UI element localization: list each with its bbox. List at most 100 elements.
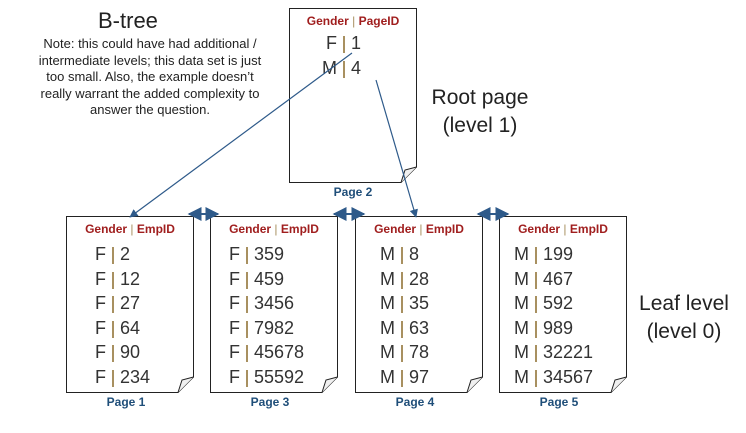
row-separator xyxy=(343,61,345,78)
row-separator xyxy=(401,345,403,363)
page-fold-corner xyxy=(610,376,627,393)
row-separator xyxy=(401,271,403,289)
row-separator xyxy=(535,271,537,289)
row-separator xyxy=(535,296,537,314)
page-row: F 459 xyxy=(210,269,338,291)
row-key: 35 xyxy=(409,293,430,314)
row-separator xyxy=(401,320,403,338)
row-gender: M xyxy=(380,244,395,264)
row-separator xyxy=(112,345,114,363)
row-separator xyxy=(401,370,403,387)
row-separator xyxy=(112,370,114,387)
page-outline xyxy=(499,216,627,393)
header-key: EmpID xyxy=(425,222,464,236)
row-key: 34567 xyxy=(543,367,594,387)
header-gender: Gender xyxy=(85,222,128,236)
page-row: F 359 xyxy=(210,244,338,266)
page-fold-corner xyxy=(321,376,338,393)
page-number-label: Page 5 xyxy=(539,395,579,409)
page-row: F 64 xyxy=(66,318,194,340)
title: B-tree xyxy=(98,8,158,33)
row-gender: F xyxy=(229,317,240,338)
row-separator xyxy=(246,345,248,363)
row-separator xyxy=(535,345,537,363)
page-fold-corner xyxy=(177,376,194,393)
row-gender: M xyxy=(514,317,529,338)
page-number-label: Page 1 xyxy=(106,395,146,409)
header-separator: | xyxy=(560,222,570,236)
page-row: F 12 xyxy=(66,269,194,291)
page-row: M 28 xyxy=(355,269,483,291)
row-gender: F xyxy=(95,244,106,264)
page-header: Gender | EmpID xyxy=(210,222,338,236)
row-separator xyxy=(535,320,537,338)
root-page-label: Root page (level 1) xyxy=(418,84,542,140)
page-header: Gender | EmpID xyxy=(499,222,627,236)
row-key: 4 xyxy=(351,58,362,78)
row-separator xyxy=(401,296,403,314)
row-gender: F xyxy=(95,342,106,363)
row-key: 8 xyxy=(409,244,420,264)
row-key: 234 xyxy=(120,367,151,387)
row-key: 3456 xyxy=(254,293,295,314)
page-outline xyxy=(66,216,194,393)
row-gender: F xyxy=(95,268,106,289)
row-separator xyxy=(535,370,537,387)
row-gender: F xyxy=(229,367,240,387)
page-number-label: Page 4 xyxy=(395,395,435,409)
row-separator xyxy=(112,296,114,314)
row-separator xyxy=(535,247,537,264)
header-gender: Gender xyxy=(306,14,349,28)
header-gender: Gender xyxy=(229,222,272,236)
header-separator: | xyxy=(348,14,359,28)
page-outline xyxy=(355,216,483,393)
leaf-level-label-line2: (level 0) xyxy=(646,320,722,343)
row-gender: M xyxy=(380,317,395,338)
row-gender: M xyxy=(514,293,529,314)
row-gender: M xyxy=(380,268,395,289)
row-key: 459 xyxy=(254,268,285,289)
row-gender: F xyxy=(229,244,240,264)
row-key: 12 xyxy=(120,268,141,289)
row-separator xyxy=(112,271,114,289)
row-key: 7982 xyxy=(254,317,295,338)
leaf-level-label-line1: Leaf level xyxy=(639,292,729,315)
row-key: 592 xyxy=(543,293,574,314)
row-gender: F xyxy=(229,342,240,363)
row-gender: F xyxy=(229,268,240,289)
header-key: EmpID xyxy=(280,222,319,236)
root-page-label-line1: Root page xyxy=(431,86,529,109)
row-gender: F xyxy=(229,293,240,314)
row-gender: F xyxy=(95,317,106,338)
row-gender: M xyxy=(514,244,529,264)
row-key: 359 xyxy=(254,244,285,264)
row-gender: F xyxy=(95,293,106,314)
header-gender: Gender xyxy=(518,222,561,236)
row-gender: M xyxy=(380,342,395,363)
row-key: 64 xyxy=(120,317,141,338)
row-key: 32221 xyxy=(543,342,594,363)
page-number-label: Page 2 xyxy=(333,185,373,199)
page-fold-corner xyxy=(466,376,483,393)
page-row: F 3456 xyxy=(210,293,338,315)
row-separator xyxy=(246,271,248,289)
pointer-arrow-page1 xyxy=(129,52,353,218)
row-key: 28 xyxy=(409,268,430,289)
row-separator xyxy=(246,296,248,314)
row-gender: M xyxy=(514,367,529,387)
